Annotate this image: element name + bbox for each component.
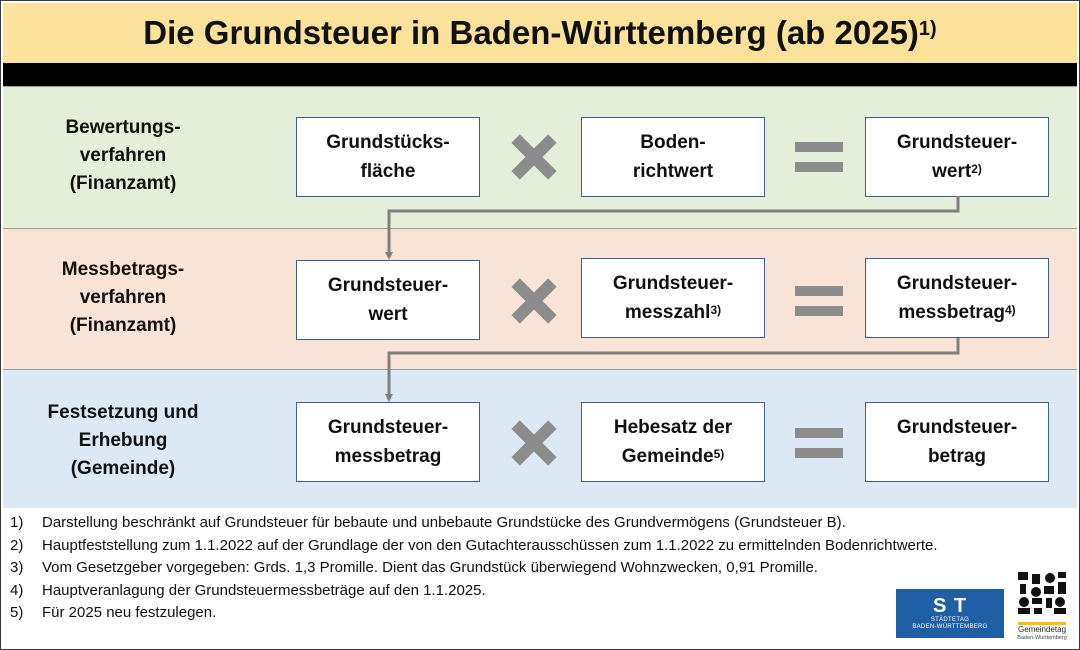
row-label-line: (Finanzamt)	[69, 173, 177, 194]
staedtetag-name: STÄDTETAG	[930, 617, 970, 623]
box-line: Grundsteuer-	[896, 417, 1018, 438]
box-line: Grundsteuer-	[896, 273, 1018, 294]
box-line: Grundsteuer-	[327, 275, 449, 296]
box-line: richtwert	[632, 161, 714, 182]
box-line: wert2)	[866, 157, 1048, 186]
band-messbetragsverfahren: Messbetrags- verfahren (Finanzamt) Grund…	[3, 228, 1077, 369]
box-hebesatz-der-gemeinde: Hebesatz der Gemeinde5)	[581, 402, 765, 482]
box-line: wert	[368, 304, 408, 325]
footnotes: 1) Darstellung beschränkt auf Grundsteuer…	[10, 512, 938, 625]
footnote-item: 3) Vom Gesetzgeber vorgegeben: Grds. 1,3 …	[10, 557, 938, 580]
footnote-text: Hauptfeststellung zum 1.1.2022 auf der G…	[42, 536, 938, 554]
staedtetag-region: BADEN-WÜRTTEMBERG	[912, 624, 988, 630]
footnote-item: 2) Hauptfeststellung zum 1.1.2022 auf der…	[10, 535, 938, 558]
equals-icon	[795, 286, 843, 316]
row-label-line: verfahren	[79, 145, 167, 166]
box-line: Grundsteuer-	[612, 273, 734, 294]
staedtetag-logo: S T STÄDTETAG BADEN-WÜRTTEMBERG	[896, 589, 1004, 638]
gemeindetag-pattern-icon	[1018, 572, 1066, 614]
footnote-number: 2)	[10, 536, 24, 554]
row-label-messbetragsverfahren: Messbetrags- verfahren (Finanzamt)	[3, 256, 243, 340]
row-label-line: Erhebung	[78, 430, 168, 451]
band-festsetzung-erhebung: Festsetzung und Erhebung (Gemeinde) Grun…	[3, 369, 1077, 508]
box-line: Gemeinde5)	[582, 442, 764, 471]
box-line: fläche	[360, 161, 416, 182]
footnote-number: 4)	[10, 581, 24, 599]
footnote-marker: 3)	[710, 303, 722, 317]
footnote-number: 3)	[10, 559, 24, 576]
footnote-number: 5)	[10, 604, 24, 621]
connector-arrow-1	[385, 196, 960, 260]
box-line: betrag	[927, 446, 987, 467]
band-bewertungsverfahren: Bewertungs- verfahren (Finanzamt) Grunds…	[3, 86, 1077, 228]
footnote-marker: 4)	[1005, 303, 1016, 317]
footnote-text: Für 2025 neu festzulegen.	[42, 604, 217, 621]
footnote-item: 1) Darstellung beschränkt auf Grundsteuer…	[10, 512, 938, 535]
footnote-item: 4) Hauptveranlagung der Grundsteuermessbe…	[10, 580, 938, 603]
row-label-festsetzung-erhebung: Festsetzung und Erhebung (Gemeinde)	[3, 399, 243, 483]
footnote-text: Vom Gesetzgeber vorgegeben: Grds. 1,3 Pr…	[42, 559, 818, 576]
title-footnote-marker: 1)	[918, 17, 937, 40]
footnote-text: Hauptveranlagung der Grundsteuermessbetr…	[42, 581, 486, 599]
box-line-text: Gemeinde	[621, 446, 714, 467]
connector-arrow-2	[385, 338, 960, 402]
title-text: Die Grundsteuer in Baden-Württemberg (ab…	[143, 14, 919, 51]
footnote-number: 1)	[10, 514, 24, 531]
box-line: Grundsteuer-	[896, 132, 1018, 153]
gemeindetag-yellow-bar	[1018, 622, 1066, 625]
row-label-line: Messbetrags-	[61, 259, 185, 280]
box-line-text: messbetrag	[898, 302, 1005, 323]
box-grundsteuermessbetrag: Grundsteuer- messbetrag	[296, 402, 480, 482]
row-label-bewertungsverfahren: Bewertungs- verfahren (Finanzamt)	[3, 114, 243, 198]
row-label-line: verfahren	[79, 287, 167, 308]
page-title: Die Grundsteuer in Baden-Württemberg (ab…	[3, 3, 1077, 63]
gemeindetag-region: Baden-Württemberg	[1017, 635, 1067, 641]
equals-icon	[795, 142, 843, 172]
equals-icon	[795, 428, 843, 458]
footnote-text: Darstellung beschränkt auf Grundsteuer f…	[42, 514, 846, 531]
box-line: Grundsteuer-	[327, 417, 449, 438]
box-line: Grundstücks-	[326, 132, 450, 153]
row-label-line: (Finanzamt)	[69, 315, 177, 336]
footnote-item: 5) Für 2025 neu festzulegen.	[10, 602, 938, 625]
gemeindetag-logo: Gemeindetag Baden-Württemberg	[1014, 570, 1070, 644]
box-line-text: wert	[932, 161, 972, 182]
box-line: Boden-	[640, 132, 706, 153]
box-grundstuecksflaeche: Grundstücks- fläche	[296, 117, 480, 197]
title-divider-bar	[3, 63, 1077, 86]
box-bodenrichtwert: Boden- richtwert	[581, 117, 765, 197]
box-line: messbetrag	[334, 446, 442, 467]
footnote-marker: 2)	[971, 162, 982, 176]
box-line: Hebesatz der	[613, 417, 733, 438]
footnote-marker: 5)	[713, 447, 725, 461]
gemeindetag-name: Gemeindetag	[1017, 625, 1067, 634]
box-grundsteuermessbetrag-result: Grundsteuer- messbetrag4)	[865, 258, 1049, 338]
row-label-line: Bewertungs-	[65, 117, 181, 138]
box-grundsteuerwert: Grundsteuer- wert	[296, 260, 480, 340]
box-line: messbetrag4)	[866, 298, 1048, 327]
box-line: messzahl3)	[582, 298, 764, 327]
row-label-line: Festsetzung und	[47, 402, 199, 423]
staedtetag-mark: S T	[932, 595, 968, 617]
box-grundsteuermesszahl: Grundsteuer- messzahl3)	[581, 258, 765, 338]
box-grundsteuerbetrag: Grundsteuer- betrag	[865, 402, 1049, 482]
row-label-line: (Gemeinde)	[70, 458, 176, 479]
box-line-text: messzahl	[624, 302, 711, 323]
